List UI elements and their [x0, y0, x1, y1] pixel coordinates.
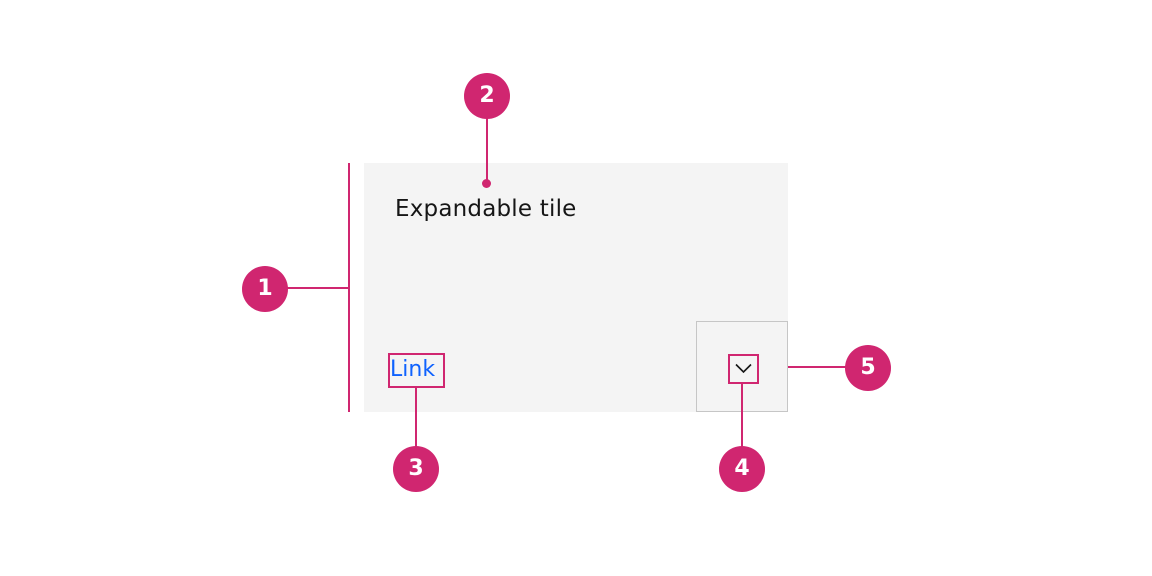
leader-line-4	[741, 382, 743, 448]
leader-dot-2	[482, 179, 491, 188]
leader-line-2	[486, 118, 488, 182]
callout-5: 5	[845, 345, 891, 391]
link-highlight-box	[388, 353, 445, 388]
leader-line-5	[788, 366, 846, 368]
callout-3: 3	[393, 446, 439, 492]
callout-1: 1	[242, 266, 288, 312]
callout-2: 2	[464, 73, 510, 119]
chevron-highlight-box	[728, 354, 759, 384]
tile-link[interactable]: Link	[390, 357, 436, 382]
chevron-down-icon	[735, 363, 752, 374]
leader-line-1	[287, 287, 349, 289]
callout-4: 4	[719, 446, 765, 492]
tile-title: Expandable tile	[395, 196, 577, 222]
leader-line-3	[415, 386, 417, 448]
bracket-line-1	[348, 163, 350, 412]
